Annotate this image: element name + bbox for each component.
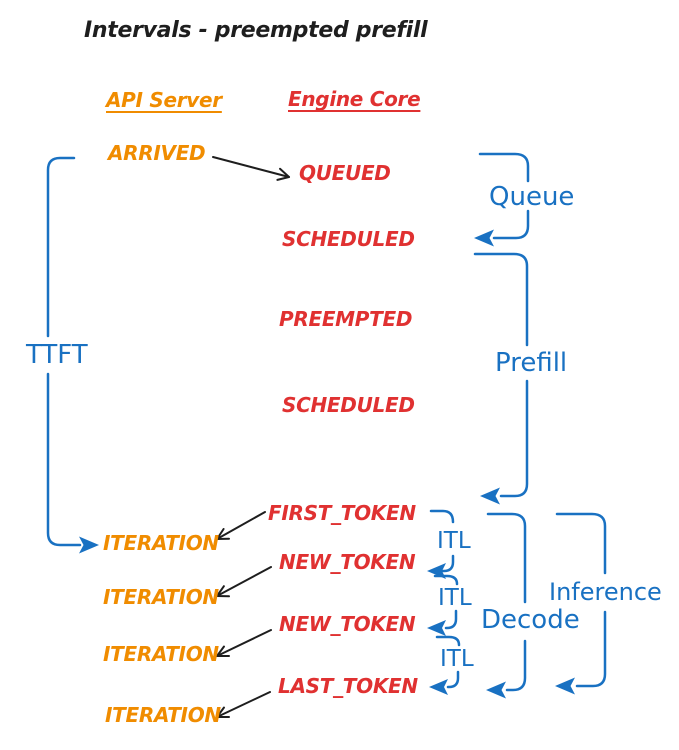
event-iteration-4: ITERATION (105, 703, 221, 727)
event-iteration-2: ITERATION (103, 585, 219, 609)
arrow-arrived-to-queued (212, 156, 290, 181)
engine-core-column-header: Engine Core (288, 87, 421, 111)
itl2-arrowhead-icon (427, 620, 446, 636)
event-arrived: ARRIVED (108, 141, 206, 165)
event-last-token: LAST_TOKEN (278, 674, 418, 698)
event-first-token: FIRST_TOKEN (268, 501, 416, 525)
arrowhead-icon (216, 706, 230, 718)
ttft-arrowhead-icon (79, 536, 99, 554)
itl2-bracket (427, 574, 459, 636)
itl3-arrowhead-icon (429, 679, 448, 695)
arrowhead-icon (276, 167, 290, 181)
interval-label-queue: Queue (489, 182, 575, 212)
interval-label-itl-2: ITL (438, 585, 472, 611)
arrow-last-token-to-iteration (216, 691, 271, 718)
decode-bracket (486, 512, 527, 699)
itl3-bracket (429, 635, 461, 695)
inference-arrowhead-icon (555, 677, 575, 695)
arrow-first-token-to-iteration (216, 511, 266, 540)
api-server-column-header: API Server (106, 88, 222, 112)
event-queued: QUEUED (299, 161, 391, 185)
arrowhead-icon (216, 528, 230, 540)
arrow-new-token1-to-iteration (216, 566, 272, 598)
event-iteration-3: ITERATION (103, 642, 219, 666)
queue-bracket (474, 152, 530, 247)
event-new-token-2: NEW_TOKEN (279, 612, 416, 636)
event-iteration-1: ITERATION (103, 531, 219, 555)
event-scheduled-1: SCHEDULED (282, 227, 415, 251)
interval-label-itl-1: ITL (437, 528, 471, 554)
prefill-arrowhead-icon (480, 487, 500, 505)
arrowhead-icon (216, 645, 230, 657)
interval-label-itl-3: ITL (440, 646, 474, 672)
diagram-title: Intervals - preempted prefill (84, 18, 428, 43)
interval-label-ttft: TTFT (26, 340, 88, 370)
prefill-bracket (473, 252, 529, 505)
queue-arrowhead-icon (474, 229, 494, 247)
event-preempted: PREEMPTED (279, 307, 413, 331)
decode-arrowhead-icon (486, 681, 506, 699)
ttft-bracket (46, 156, 99, 554)
interval-label-prefill: Prefill (495, 348, 568, 378)
event-scheduled-2: SCHEDULED (282, 393, 415, 417)
inference-bracket (555, 512, 607, 695)
event-new-token-1: NEW_TOKEN (279, 550, 416, 574)
interval-label-inference: Inference (549, 578, 662, 606)
arrow-new-token2-to-iteration (216, 629, 272, 657)
arrowhead-icon (216, 585, 230, 598)
interval-label-decode: Decode (481, 605, 580, 635)
